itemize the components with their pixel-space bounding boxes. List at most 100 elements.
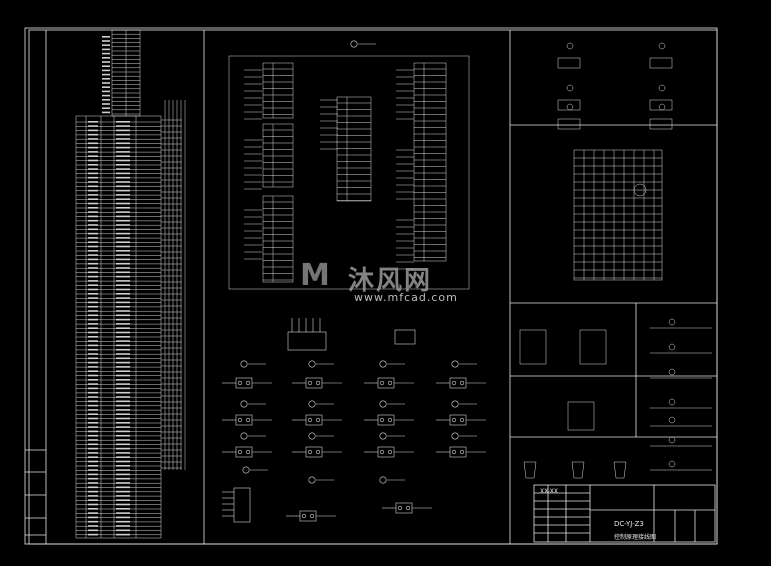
label-glyph [116,344,130,347]
label-glyph [88,439,98,441]
label-glyph [116,495,130,497]
label-glyph [102,40,110,42]
label-glyph [88,202,98,205]
title-block-name: XX-XX [540,488,559,495]
label-glyph [88,142,98,145]
label-glyph [88,185,98,188]
label-glyph [88,121,98,123]
label-glyph [116,516,130,519]
label-glyph [116,275,130,278]
pin [307,380,313,386]
component-symbol [350,40,358,48]
pin [245,380,251,386]
label-glyph [88,305,98,308]
label-glyph [102,111,110,114]
label-glyph [88,301,98,304]
label-glyph [88,146,98,149]
label-glyph [88,503,98,506]
component-symbols [222,40,486,523]
label-glyph [116,422,130,424]
label-glyph [102,94,110,97]
label-glyph [88,340,98,342]
label-glyph [116,224,130,226]
label-glyph [116,125,130,127]
label-glyph [88,465,98,467]
label-glyph [88,254,98,256]
label-glyph [88,336,98,338]
label-glyph [88,155,98,157]
pin [379,417,385,423]
label-glyph [116,207,130,209]
label-glyph [102,107,110,109]
terminal-lug [613,461,627,479]
pin [451,380,457,386]
pin [237,417,243,423]
label-glyph [116,189,130,192]
label-glyph [116,185,130,188]
right-indicator [668,416,676,424]
label-glyph [88,508,98,510]
label-glyph [88,189,98,192]
label-glyph [88,194,98,196]
label-glyph [116,284,130,286]
label-glyph [88,211,98,213]
component-symbol [451,400,459,408]
label-glyph [116,387,130,390]
label-glyph [116,271,130,274]
pin [459,380,465,386]
pin [315,380,321,386]
relay-body [233,487,251,523]
component-symbol [308,432,316,440]
label-glyph [116,473,130,476]
label-glyph [116,512,130,514]
label-glyph [116,357,130,360]
socket-symbol [649,118,673,130]
label-glyph [116,413,130,415]
label-glyph [88,262,98,265]
label-glyph [88,275,98,278]
sensor-body [394,329,416,345]
label-glyph [88,460,98,463]
label-glyph [116,336,130,338]
connector-table [262,123,294,188]
pin [301,513,307,519]
label-glyph [88,409,98,411]
pin [315,417,321,423]
component-symbol [240,360,248,368]
connector-table [262,62,294,119]
label-glyph [116,267,130,269]
pin [451,449,457,455]
label-glyph [102,44,110,46]
label-glyph [88,344,98,347]
label-glyph [116,370,130,372]
label-glyph [88,310,98,312]
label-glyph [88,422,98,424]
component-symbol [308,476,316,484]
label-glyph [102,103,110,105]
pin [309,513,315,519]
label-glyph [88,366,98,368]
right-indicator [668,368,676,376]
label-glyph [102,82,110,84]
label-glyph [116,477,130,480]
label-glyph [88,387,98,390]
label-glyph [116,430,130,433]
label-glyph [116,426,130,428]
label-glyph [102,90,110,93]
socket-symbol [557,57,581,69]
terminal-lug [571,461,585,479]
label-glyph [88,379,98,381]
label-glyph [88,482,98,484]
pin [459,449,465,455]
label-glyph [116,318,130,321]
label-glyph [88,228,98,231]
indicator [566,42,574,50]
pin [405,505,411,511]
label-glyph [102,52,110,55]
indicator [658,42,666,50]
label-glyph [102,69,110,72]
label-glyph [88,516,98,519]
label-glyph [88,271,98,274]
indicator [566,103,574,111]
label-glyph [88,477,98,480]
